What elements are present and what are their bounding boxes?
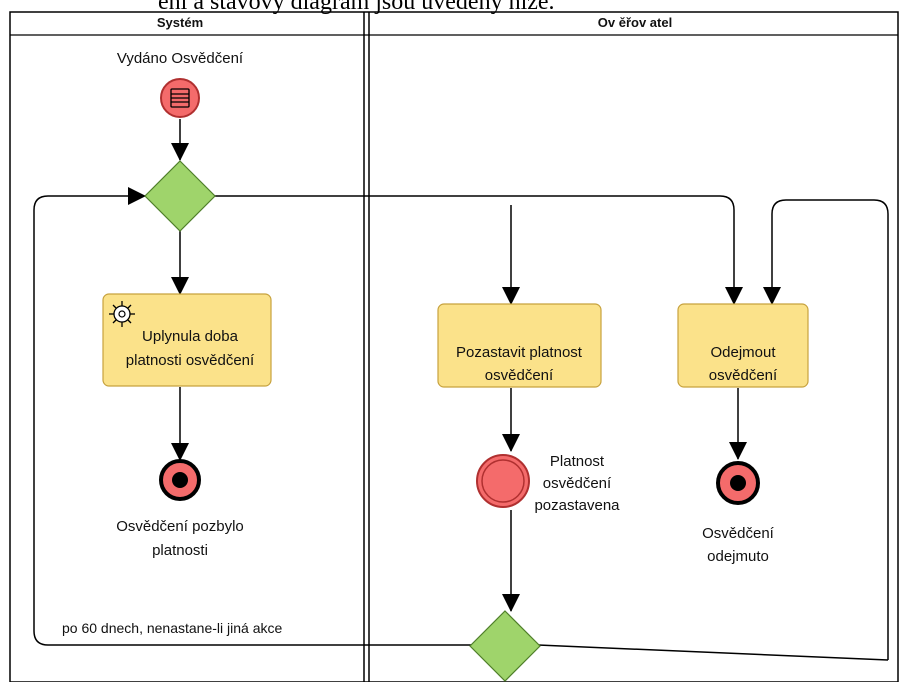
- sequence-flows: [33, 119, 889, 661]
- lane-title-system: Systém: [157, 15, 203, 30]
- intermediate-event-label-3: pozastavena: [534, 497, 620, 514]
- end-event-expired-label-1: Osvědčení pozbylo: [116, 518, 244, 535]
- task-suspend-label-1: Pozastavit platnost: [456, 344, 583, 361]
- start-event[interactable]: [160, 78, 200, 118]
- task-expired-label-1: Uplynula doba: [142, 328, 239, 345]
- task-expired-label-2: platnosti osvědčení: [126, 352, 255, 369]
- gateway-main[interactable]: [144, 160, 216, 232]
- end-event-revoked-label-1: Osvědčení: [702, 525, 775, 542]
- timer-gear-icon: [109, 301, 135, 327]
- message-icon: [170, 88, 190, 108]
- intermediate-event-label-2: osvědčení: [543, 475, 612, 492]
- task-revoke-label-1: Odejmout: [710, 344, 776, 361]
- end-event-revoked[interactable]: [716, 461, 760, 505]
- gateway-bottom[interactable]: [469, 610, 541, 682]
- task-expired[interactable]: [102, 293, 272, 387]
- end-event-expired-label-2: platnosti: [152, 542, 208, 559]
- end-event-revoked-label-2: odejmuto: [707, 548, 769, 565]
- task-revoke[interactable]: [677, 303, 809, 388]
- flow-label-timeout: po 60 dnech, nenastane-li jiná akce: [62, 620, 282, 636]
- lane-title-verifier: Ov ěřov atel: [598, 15, 672, 30]
- start-event-label: Vydáno Osvědčení: [117, 50, 244, 67]
- end-event-expired[interactable]: [159, 459, 201, 501]
- pool-frame: [9, 11, 899, 682]
- task-revoke-label-2: osvědčení: [709, 367, 778, 384]
- task-suspend[interactable]: [437, 303, 602, 388]
- task-suspend-label-2: osvědčení: [485, 367, 554, 384]
- intermediate-event-label-1: Platnost: [550, 453, 605, 470]
- intermediate-event-suspended[interactable]: [476, 454, 530, 508]
